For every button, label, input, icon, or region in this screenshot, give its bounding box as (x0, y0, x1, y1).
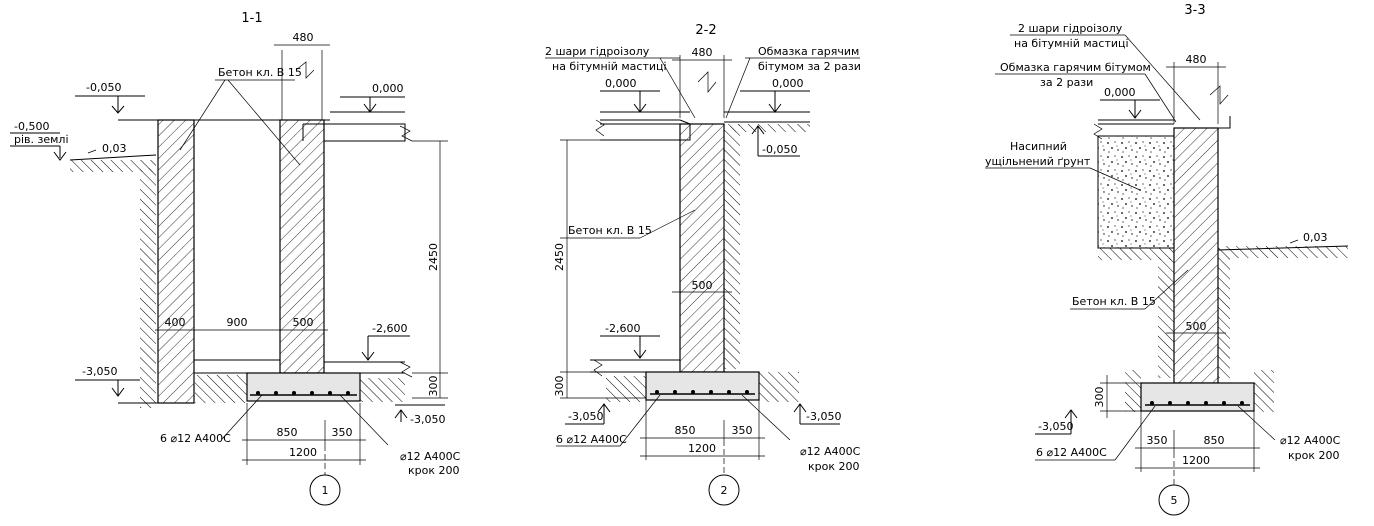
rebar-dots (256, 391, 350, 395)
rebar-step-label: ⌀12 А400С (800, 445, 861, 458)
rebar-step-label: ⌀12 А400С (1280, 434, 1341, 447)
waterproof-label: 2 шари гідроізолу (545, 45, 650, 58)
svg-text:850: 850 (277, 426, 298, 439)
svg-text:480: 480 (293, 31, 314, 44)
svg-text:300: 300 (553, 376, 566, 397)
floor-slab (600, 119, 691, 141)
waterproof-label: 2 шари гідроізолу (1018, 22, 1123, 35)
section-1-1: 1-1 480 (10, 11, 461, 506)
coating-label: за 2 рази (1040, 76, 1093, 89)
elevation-mark: -0,050 (762, 143, 797, 156)
section-3-3: 3-3 0,03 480 2 шар (985, 3, 1349, 516)
concrete-label: Бетон кл. В 15 (218, 66, 302, 79)
axis-marker-label: 2 (721, 484, 728, 497)
section-2-2-title: 2-2 (695, 23, 716, 38)
elevation-mark: -3,050 (82, 365, 117, 378)
svg-text:350: 350 (332, 426, 353, 439)
elevation-mark: -3,050 (568, 410, 603, 423)
elevation-mark: -3,050 (410, 413, 445, 426)
ground-line (69, 154, 157, 161)
axis-marker (708, 474, 740, 506)
svg-text:350: 350 (1147, 434, 1168, 447)
elevation-mark: -2,600 (372, 322, 407, 335)
coating-label: Обмазка гарячим (758, 45, 859, 58)
svg-text:300: 300 (1093, 387, 1106, 408)
svg-text:480: 480 (692, 46, 713, 59)
elevation-mark: 0,000 (772, 77, 804, 90)
svg-text:1200: 1200 (1182, 454, 1210, 467)
basement-floor (193, 359, 281, 374)
svg-text:500: 500 (1186, 320, 1207, 333)
section-1-1-title: 1-1 (241, 11, 262, 26)
floor-slab (303, 123, 406, 142)
soil-hatch (140, 168, 156, 408)
rebar-label: 6 ⌀12 А400С (556, 433, 627, 446)
slope-mark: 0,03 (102, 142, 127, 155)
ground-level-caption: рів. землі (14, 133, 69, 146)
rebar-dots (1150, 401, 1244, 405)
svg-text:850: 850 (675, 424, 696, 437)
svg-text:1200: 1200 (688, 442, 716, 455)
rebar-step-label: крок 200 (408, 464, 460, 477)
compacted-fill (1097, 135, 1175, 249)
fill-label: Насипний (1010, 140, 1067, 153)
left-wall (157, 119, 195, 404)
svg-text:500: 500 (293, 316, 314, 329)
svg-text:400: 400 (165, 316, 186, 329)
axis-marker-label: 1 (322, 484, 329, 497)
concrete-label: Бетон кл. В 15 (1072, 295, 1156, 308)
axis-marker-label: 5 (1171, 494, 1178, 507)
wall (1173, 127, 1219, 384)
elevation-mark: 0,000 (605, 77, 637, 90)
rebar-step-label: крок 200 (808, 460, 860, 473)
waterproof-label: на бітумній мастиці (552, 60, 667, 73)
svg-text:2450: 2450 (427, 243, 440, 271)
svg-text:500: 500 (692, 279, 713, 292)
elevation-mark: -2,600 (605, 322, 640, 335)
svg-text:2450: 2450 (553, 243, 566, 271)
svg-text:900: 900 (227, 316, 248, 329)
rebar-dots (655, 390, 749, 394)
section-3-3-title: 3-3 (1184, 3, 1205, 18)
concrete-label: Бетон кл. В 15 (568, 224, 652, 237)
elevation-mark: 0,000 (372, 82, 404, 95)
svg-text:850: 850 (1204, 434, 1225, 447)
waterproof-label: на бітумній мастиці (1014, 37, 1129, 50)
elevation-mark: -3,050 (1038, 420, 1073, 433)
rebar-step-label: ⌀12 А400С (400, 450, 461, 463)
elevation-mark: -0,500 (14, 120, 49, 133)
inner-wall (279, 119, 325, 374)
svg-text:480: 480 (1186, 53, 1207, 66)
section-2-2: 2-2 480 2 шари гідроізолу на (545, 23, 861, 506)
rebar-label: 6 ⌀12 А400С (1036, 446, 1107, 459)
rebar-label: 6 ⌀12 А400С (160, 432, 231, 445)
svg-text:350: 350 (732, 424, 753, 437)
slope-mark: 0,03 (1303, 231, 1328, 244)
coating-label: бітумом за 2 рази (758, 60, 861, 73)
soil-hatch (70, 160, 156, 172)
axis-marker (1158, 484, 1190, 516)
elevation-mark: -3,050 (806, 410, 841, 423)
wall (679, 123, 725, 373)
fill-label: ущільнений ґрунт (985, 155, 1091, 168)
coating-label: Обмазка гарячим бітумом (1000, 61, 1151, 74)
elevation-mark: -0,050 (86, 81, 121, 94)
svg-text:300: 300 (427, 376, 440, 397)
footing (645, 371, 760, 401)
elevation-mark: 0,000 (1104, 86, 1136, 99)
rebar-step-label: крок 200 (1288, 449, 1340, 462)
svg-text:1200: 1200 (289, 446, 317, 459)
footing (246, 372, 361, 402)
footing (1140, 382, 1255, 412)
axis-marker (309, 474, 341, 506)
